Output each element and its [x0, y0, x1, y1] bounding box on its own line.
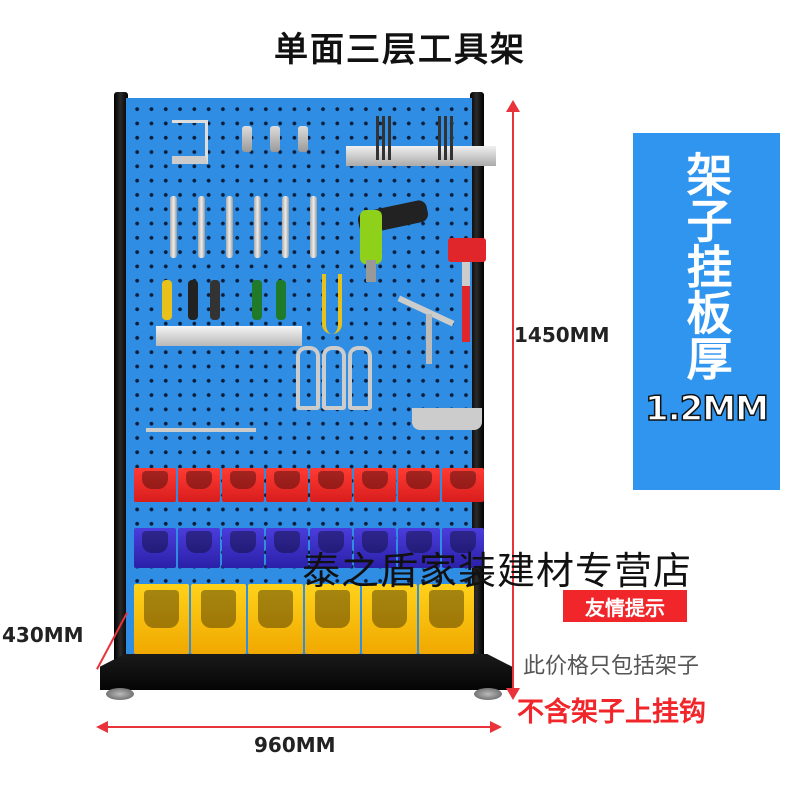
height-dimension-line [512, 106, 514, 692]
storage-bin [310, 528, 352, 568]
storage-bin [354, 468, 396, 502]
rack-base [100, 654, 512, 690]
bit-icon [382, 116, 385, 160]
hook-rod-icon [146, 428, 256, 432]
storage-bin [398, 528, 440, 568]
hammer-icon [448, 238, 486, 262]
storage-bin [248, 584, 303, 654]
t-wrench-shaft-icon [426, 314, 432, 364]
storage-bin [362, 584, 417, 654]
screwdriver-rack-icon [156, 326, 302, 346]
screwdriver-icon [162, 280, 172, 320]
socket-hook-icon [298, 126, 308, 152]
screwdriver-icon [252, 280, 262, 320]
depth-label: 430MM [2, 623, 84, 647]
screwdriver-icon [276, 280, 286, 320]
notice-text: 此价格只包括架子 [523, 654, 700, 679]
drill-chuck-icon [366, 260, 376, 282]
thickness-banner: 架子挂板厚 1.2MM [633, 133, 780, 490]
wrench-icon [226, 196, 233, 258]
storage-bin [134, 468, 176, 502]
height-label: 1450MM [514, 323, 610, 347]
arrow-up-icon [506, 100, 520, 112]
storage-bin [305, 584, 360, 654]
arrow-left-icon [96, 721, 108, 733]
allen-key-set-icon [172, 120, 208, 164]
drill-grip-icon [360, 210, 382, 264]
rack-left-post [114, 92, 128, 682]
wrench-icon [254, 196, 261, 258]
storage-bin [442, 468, 484, 502]
storage-bin [266, 468, 308, 502]
leveling-foot [474, 688, 502, 700]
bin-row-yellow [134, 584, 474, 654]
hammer-handle-icon [462, 262, 470, 342]
wrench-icon [310, 196, 317, 258]
storage-bin [134, 584, 189, 654]
bit-icon [444, 116, 447, 160]
wrench-icon [170, 196, 177, 258]
storage-bin [222, 468, 264, 502]
storage-bin [354, 528, 396, 568]
hook-icon [348, 346, 372, 410]
bit-icon [388, 116, 391, 160]
storage-bin [134, 528, 176, 568]
storage-bin [178, 528, 220, 568]
leveling-foot [106, 688, 134, 700]
bin-row-blue [134, 528, 484, 568]
hook-icon [322, 346, 346, 410]
notice-badge: 友情提示 [563, 590, 687, 622]
bin-row-red [134, 468, 484, 502]
bit-rack-icon [346, 146, 496, 166]
arrow-down-icon [506, 688, 520, 700]
pliers-icon [322, 274, 342, 334]
storage-bin [191, 584, 246, 654]
tool-rack-image [96, 88, 512, 708]
banner-label: 架子挂板厚 [679, 151, 734, 381]
storage-bin [419, 584, 474, 654]
arrow-right-icon [490, 721, 502, 733]
store-watermark: 泰之盾家装建材专营店 [302, 549, 693, 593]
width-dimension-line [100, 726, 496, 728]
storage-bin [266, 528, 308, 568]
bit-icon [376, 116, 379, 160]
socket-hook-icon [242, 126, 252, 152]
bit-icon [450, 116, 453, 160]
notice-warning: 不含架子上挂钩 [517, 697, 706, 728]
wrench-icon [282, 196, 289, 258]
tray-hook-icon [412, 408, 482, 430]
socket-hook-icon [270, 126, 280, 152]
storage-bin [178, 468, 220, 502]
storage-bin [310, 468, 352, 502]
storage-bin [442, 528, 484, 568]
screwdriver-icon [210, 280, 220, 320]
hook-icon [296, 346, 320, 410]
bit-icon [438, 116, 441, 160]
storage-bin [398, 468, 440, 502]
storage-bin [222, 528, 264, 568]
width-label: 960MM [254, 733, 336, 757]
product-title: 单面三层工具架 [274, 30, 526, 70]
banner-thickness: 1.2MM [644, 388, 769, 430]
wrench-icon [198, 196, 205, 258]
screwdriver-icon [188, 280, 198, 320]
